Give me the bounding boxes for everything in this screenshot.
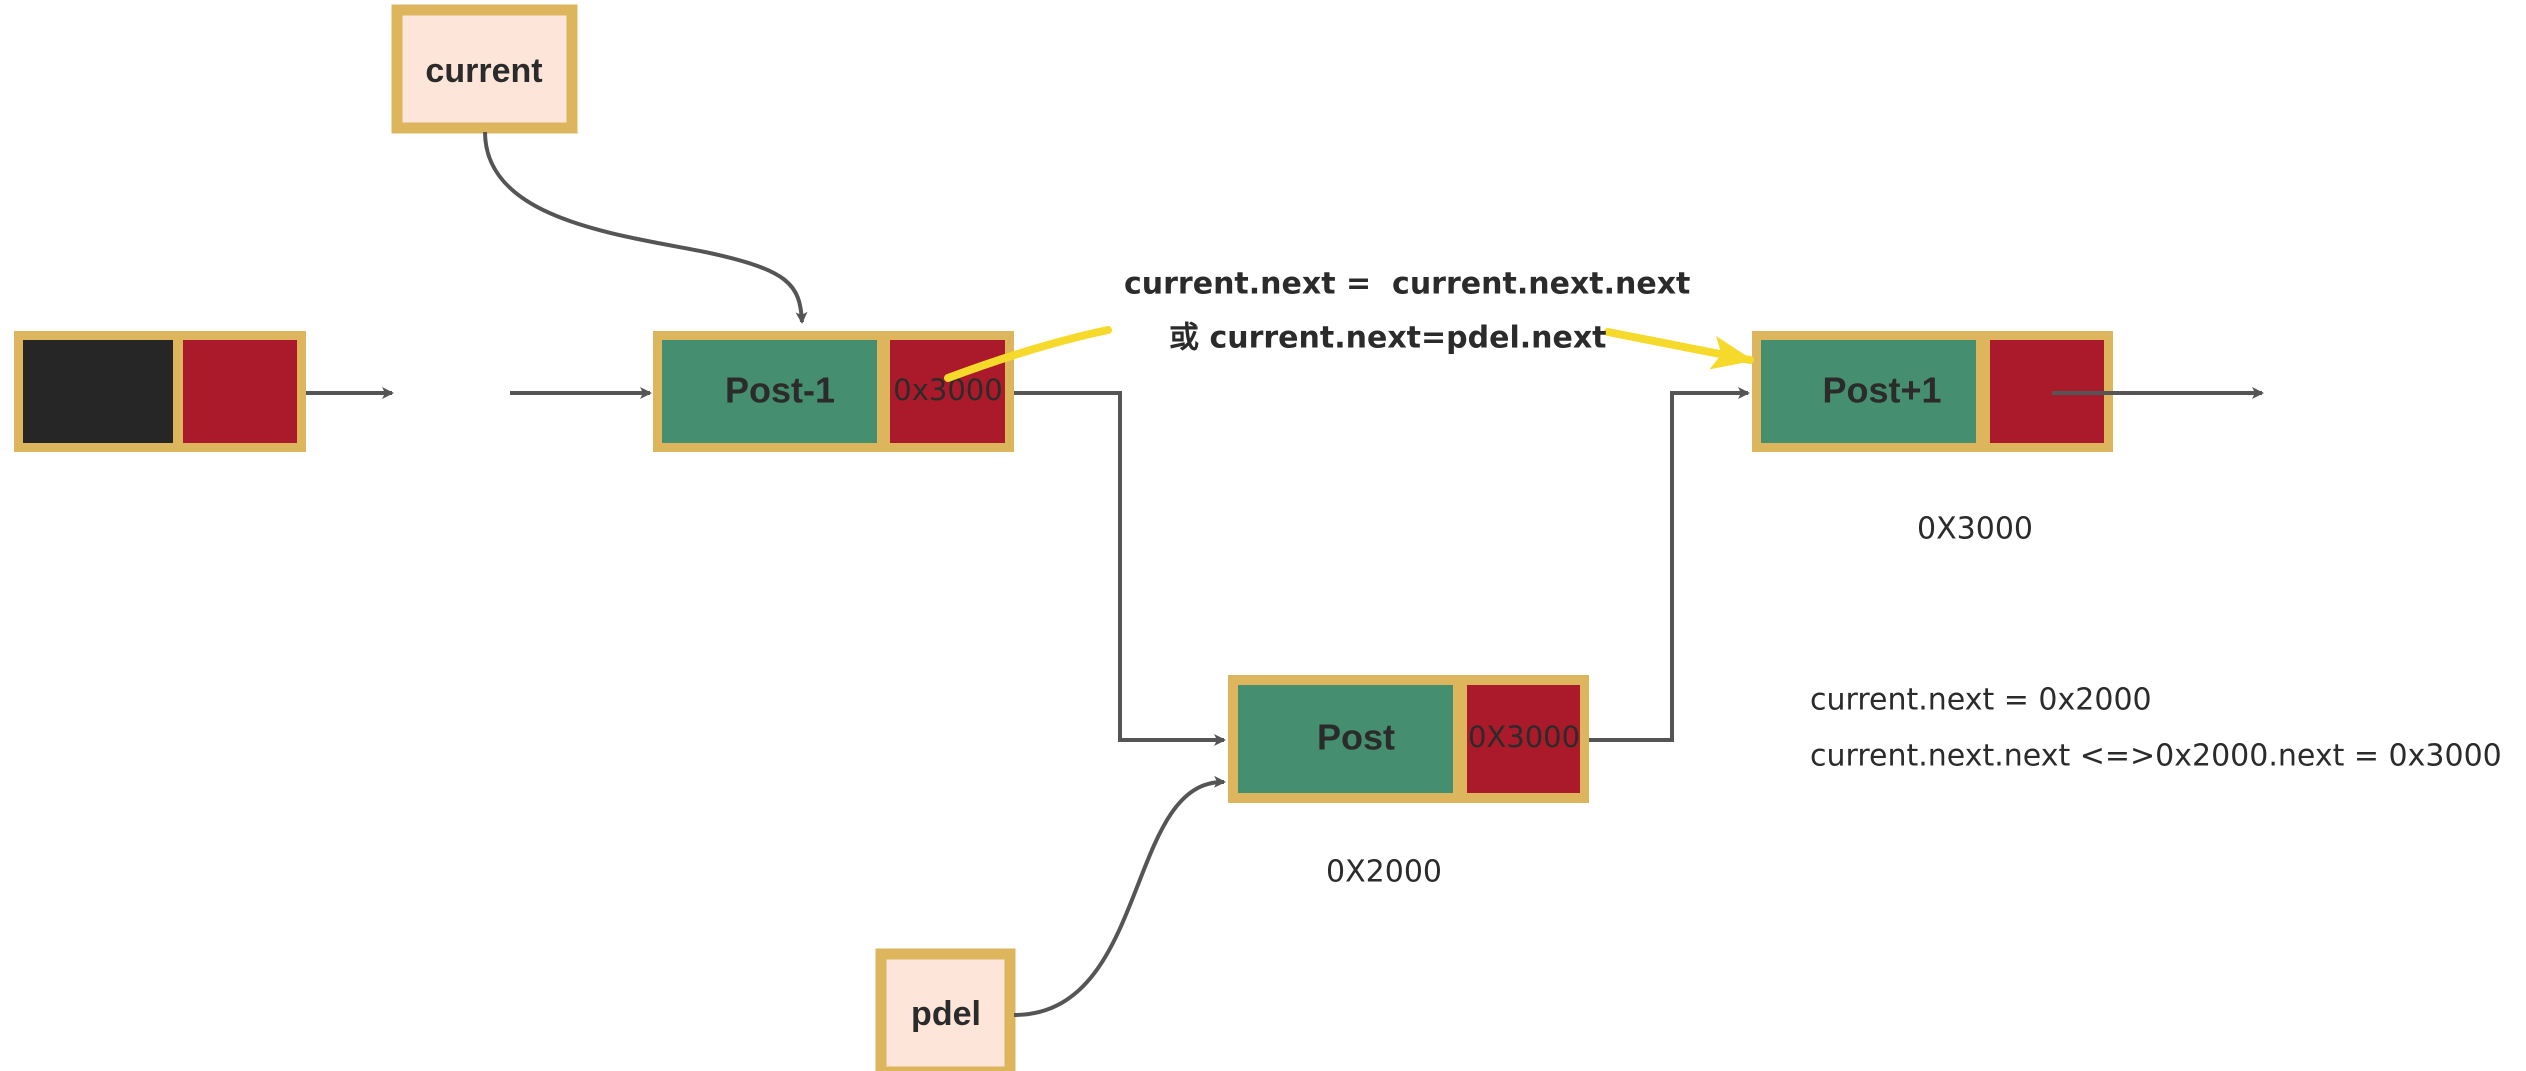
head-node-data-cell xyxy=(23,340,173,443)
post-next-value: 0X3000 xyxy=(1468,720,1580,754)
pdel-pointer-label: pdel xyxy=(911,995,981,1033)
assignment-note-line-1: current.next = current.next.next xyxy=(1124,267,1690,302)
current-pointer-box: current xyxy=(391,4,578,134)
post-node: Post 0X3000 xyxy=(1228,675,1589,803)
head-node-next-cell xyxy=(183,340,297,443)
highlight-stroke-from-post-minus-1 xyxy=(944,326,1112,382)
pdel-pointer-box: pdel xyxy=(875,948,1016,1071)
post-data-cell xyxy=(1238,685,1453,793)
post-minus-1-to-post-arrow xyxy=(1014,391,1226,746)
post-label: Post xyxy=(1317,717,1395,758)
post-plus-1-data-cell xyxy=(1761,340,1976,443)
post-minus-1-data-cell xyxy=(662,340,877,443)
pdel-to-post-arrow xyxy=(1013,775,1226,1017)
post-next-cell xyxy=(1467,685,1580,793)
post-minus-1-node: Post-1 0x3000 xyxy=(653,331,1014,452)
post-address: 0X2000 xyxy=(1326,855,1442,890)
explanation-line-1: current.next = 0x2000 xyxy=(1810,683,2152,718)
current-pointer-label: current xyxy=(425,52,542,90)
head-node xyxy=(14,331,306,452)
explanation-line-2: current.next.next <=>0x2000.next = 0x300… xyxy=(1810,739,2502,774)
post-plus-1-label: Post+1 xyxy=(1822,370,1941,411)
assignment-note-line-2: 或 current.next=pdel.next xyxy=(1169,321,1607,356)
post-minus-1-label: Post-1 xyxy=(725,370,835,411)
current-to-post-minus-1-arrow xyxy=(483,131,808,324)
post-to-post-plus-1-arrow xyxy=(1589,387,1750,742)
highlight-arrow-to-post-plus-1 xyxy=(1604,328,1754,370)
post-minus-1-next-cell xyxy=(890,340,1005,443)
post-plus-1-address: 0X3000 xyxy=(1917,512,2033,547)
